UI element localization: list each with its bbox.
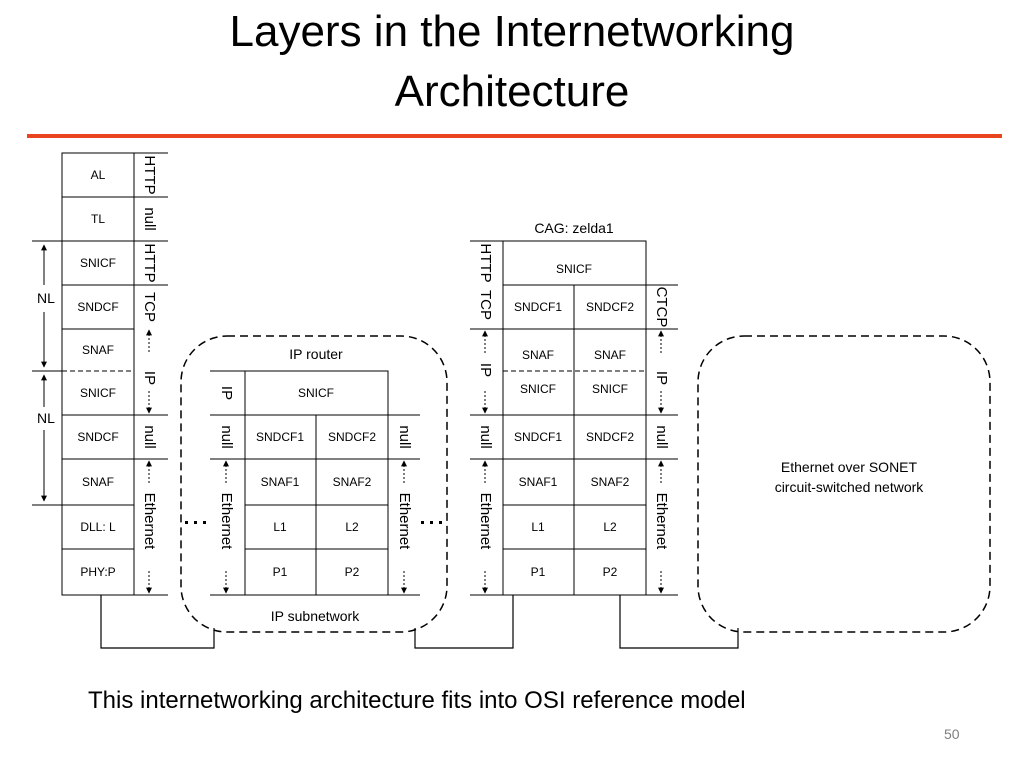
layer-phy: PHY:P [80, 565, 115, 579]
link-lines [100, 595, 739, 649]
router-cell-right: SNAF2 [333, 475, 372, 489]
ellipsis-dots [185, 521, 442, 524]
router-cell-left: SNAF1 [261, 475, 300, 489]
end-system-protocols: HTTP null HTTP TCP IP null Ethernet [141, 155, 158, 550]
router-cell-left: SNDCF1 [256, 430, 304, 444]
layer-snicf: SNICF [80, 386, 116, 400]
cag-cell-left: SNDCF1 [514, 300, 562, 314]
protocol-ctcp: CTCP [653, 287, 670, 328]
cag-cell-left: SNICF [520, 382, 556, 396]
cag-cell-left: SNAF [522, 348, 554, 362]
end-system-stack [32, 152, 168, 596]
slide-caption: This internetworking architecture fits i… [88, 687, 746, 714]
protocol-ethernet: Ethernet [218, 493, 235, 551]
router-cell-right: SNDCF2 [328, 430, 376, 444]
layer-snaf: SNAF [82, 343, 114, 357]
ip-router-cells: SNICF SNDCF1 SNAF1 L1 P1 SNDCF2 SNAF2 L2… [256, 386, 376, 579]
protocol-null: null [141, 207, 158, 230]
cag-snicf: SNICF [556, 262, 592, 276]
protocol-null: null [141, 425, 158, 448]
layer-snaf: SNAF [82, 475, 114, 489]
protocol-arrows [146, 329, 664, 594]
ip-router-protocols: IP null Ethernet null Ethernet [218, 386, 413, 550]
protocol-http: HTTP [141, 155, 158, 194]
protocol-ethernet: Ethernet [141, 493, 158, 551]
router-cell-left: P1 [273, 565, 288, 579]
protocol-null: null [396, 425, 413, 448]
protocol-tcp: TCP [477, 290, 494, 320]
cag-stack [470, 240, 678, 596]
protocol-ip: IP [653, 371, 670, 385]
cag-cell-right: SNAF [594, 348, 626, 362]
cag-cells: SNICF SNDCF1 SNAF SNICF SNDCF1 SNAF1 L1 … [514, 262, 634, 579]
title-divider [27, 134, 1002, 138]
nl-label: NL [37, 290, 55, 306]
cag-cell-left: P1 [531, 565, 546, 579]
title-line-1: Layers in the Internetworking [229, 7, 795, 56]
router-cell-right: L2 [345, 520, 359, 534]
sonet-label-line1: Ethernet over SONET [781, 459, 918, 475]
cag-label: CAG: zelda1 [534, 220, 614, 236]
ip-subnetwork-cloud [180, 335, 448, 633]
layer-al: AL [91, 168, 106, 182]
cag-cell-right: SNAF2 [591, 475, 630, 489]
sonet-label-line2: circuit-switched network [775, 479, 925, 495]
layer-sndcf: SNDCF [77, 300, 118, 314]
cag-cell-right: SNICF [592, 382, 628, 396]
layer-sndcf: SNDCF [77, 430, 118, 444]
protocol-tcp: TCP [141, 292, 158, 322]
cag-cell-left: L1 [531, 520, 545, 534]
protocol-ip: IP [477, 363, 494, 377]
router-cell-left: L1 [273, 520, 287, 534]
nl-label: NL [37, 410, 55, 426]
ip-subnetwork-label: IP subnetwork [271, 608, 360, 624]
router-cell-right: P2 [345, 565, 360, 579]
slide-title: Layers in the Internetworking Architectu… [0, 2, 1024, 122]
layer-snicf: SNICF [80, 256, 116, 270]
layer-dll: DLL: L [80, 520, 116, 534]
protocol-null: null [218, 425, 235, 448]
cag-cell-right: SNDCF2 [586, 300, 634, 314]
protocol-ip: IP [218, 386, 235, 400]
protocol-http: HTTP [141, 243, 158, 282]
protocol-null: null [653, 425, 670, 448]
cag-cell-right: P2 [603, 565, 618, 579]
protocol-http: HTTP [477, 243, 494, 282]
router-snicf: SNICF [298, 386, 334, 400]
ip-router-stack [210, 370, 420, 596]
protocol-ip: IP [141, 371, 158, 385]
cag-cell-right: SNDCF2 [586, 430, 634, 444]
cag-cell-left: SNAF1 [519, 475, 558, 489]
protocol-ethernet: Ethernet [477, 493, 494, 551]
cag-cell-left: SNDCF1 [514, 430, 562, 444]
ip-router-label: IP router [289, 346, 343, 362]
cag-cell-right: L2 [603, 520, 617, 534]
protocol-null: null [477, 425, 494, 448]
layer-tl: TL [91, 212, 105, 226]
protocol-ethernet: Ethernet [653, 493, 670, 551]
protocol-ethernet: Ethernet [396, 493, 413, 551]
cag-protocols: HTTP TCP IP null Ethernet CTCP IP null E… [477, 243, 670, 550]
page-number: 50 [944, 726, 960, 742]
end-system-layer-labels: AL TL SNICF SNDCF SNAF SNICF SNDCF SNAF … [77, 168, 118, 579]
title-line-2: Architecture [394, 67, 630, 116]
